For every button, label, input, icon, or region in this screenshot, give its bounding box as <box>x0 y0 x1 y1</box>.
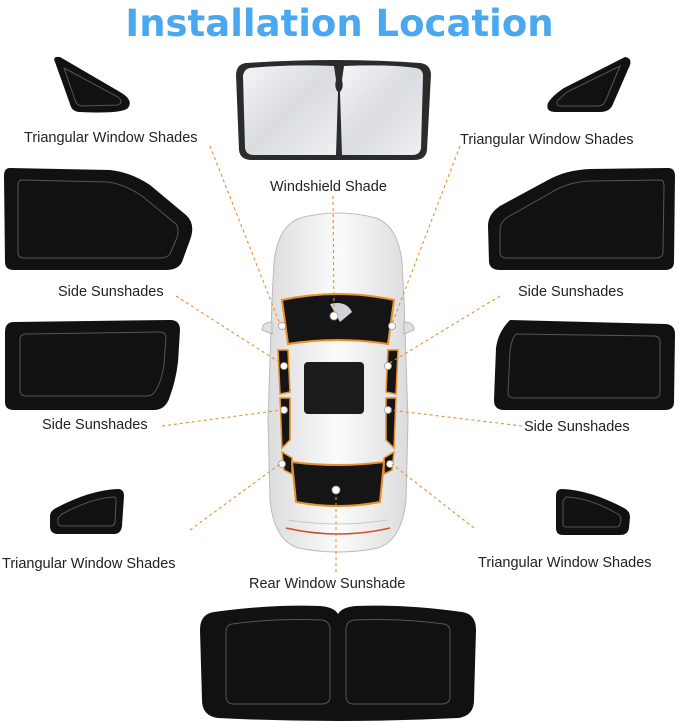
label-side-lower-left: Side Sunshades <box>42 417 148 433</box>
label-side-upper-right: Side Sunshades <box>518 284 624 300</box>
label-rear-window: Rear Window Sunshade <box>249 576 406 592</box>
leader-lines <box>161 145 523 572</box>
label-triangular-top-left: Triangular Window Shades <box>24 130 198 146</box>
label-triangular-bottom-left: Triangular Window Shades <box>2 556 176 572</box>
rear-window-shade-icon <box>200 605 476 721</box>
title-graphic: Installation Location <box>125 1 555 46</box>
side-sunshade-icon <box>488 168 675 270</box>
side-sunshade-icon <box>5 320 180 410</box>
triangular-shade-icon <box>50 489 124 534</box>
label-side-lower-right: Side Sunshades <box>524 419 630 435</box>
label-side-upper-left: Side Sunshades <box>58 284 164 300</box>
triangular-shade-icon <box>556 489 630 535</box>
triangular-shade-icon <box>54 56 130 113</box>
car-top-view-icon <box>261 212 415 553</box>
side-sunshade-icon <box>494 320 675 410</box>
label-triangular-top-right: Triangular Window Shades <box>460 132 634 148</box>
windshield-shade-icon <box>236 60 431 160</box>
triangular-shade-icon <box>547 57 631 112</box>
label-triangular-bottom-right: Triangular Window Shades <box>478 555 652 571</box>
side-sunshade-icon <box>4 168 193 270</box>
label-windshield: Windshield Shade <box>270 179 387 195</box>
page-title: Installation Location <box>125 2 553 45</box>
